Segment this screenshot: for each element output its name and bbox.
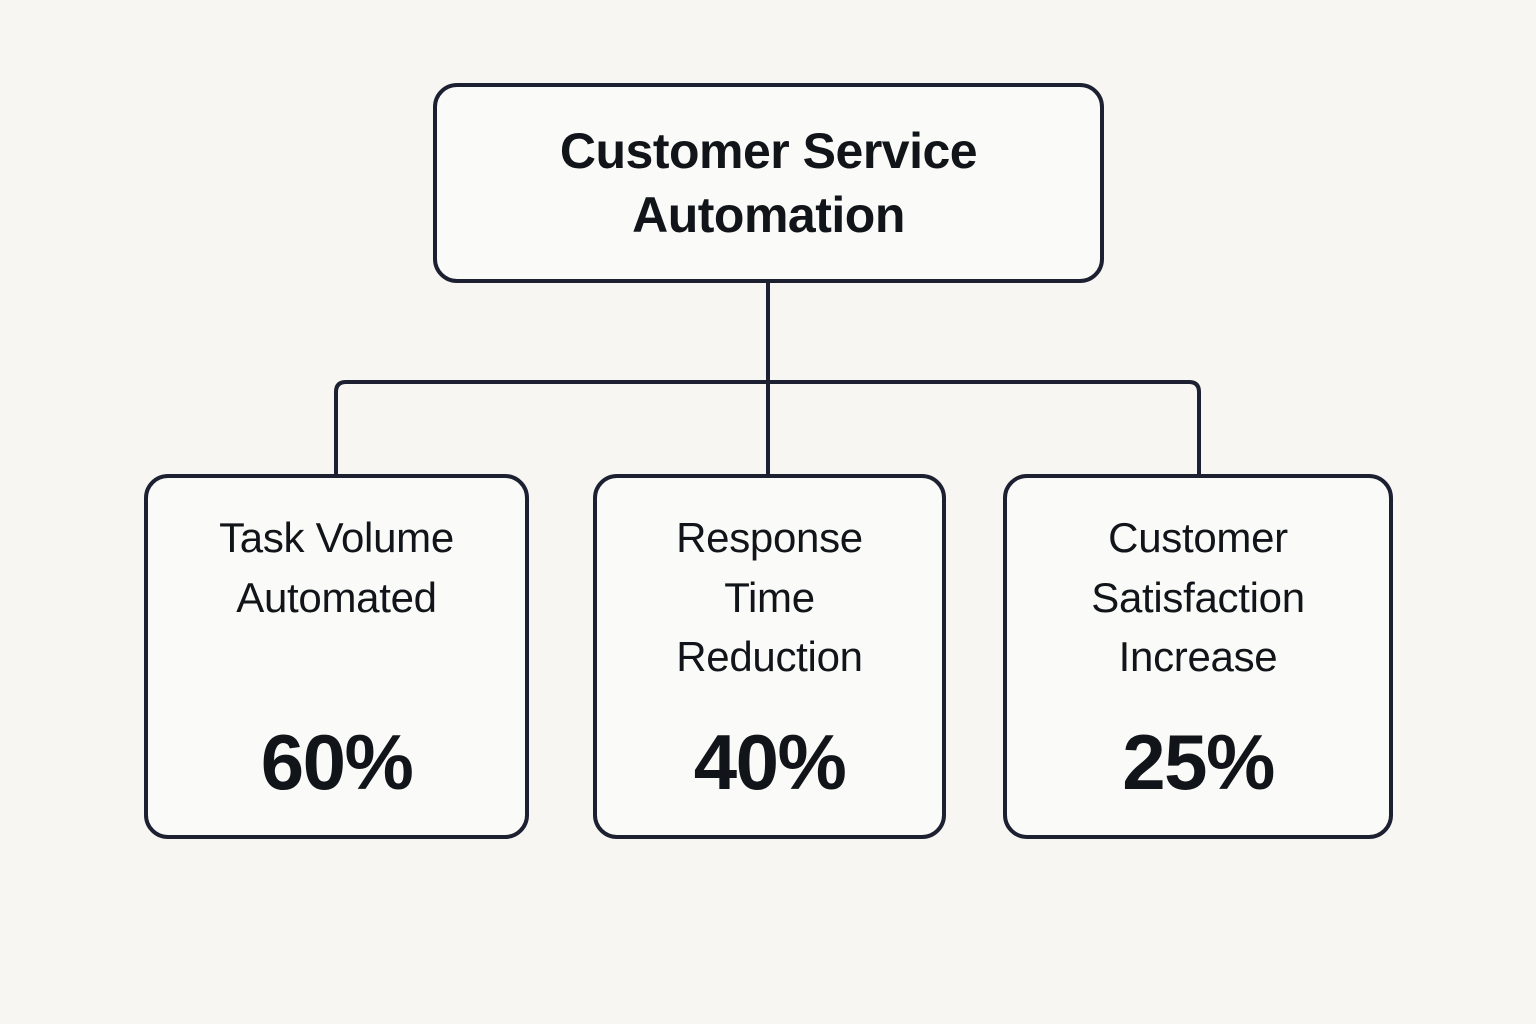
node-leaf-2-label-line-2: Satisfaction bbox=[1091, 573, 1305, 621]
node-leaf-2-label-line-1: Customer bbox=[1108, 514, 1288, 561]
node-leaf-1-value: 40% bbox=[693, 718, 847, 806]
node-leaf-2-label-line-3: Increase bbox=[1118, 633, 1278, 681]
node-leaf-0-label-line-1: Task Volume bbox=[219, 514, 454, 561]
node-leaf-1-label-line-2: Time bbox=[724, 573, 815, 621]
node-leaf-0-label-line-2: Automated bbox=[236, 573, 437, 621]
node-leaf-0-value: 60% bbox=[260, 718, 414, 806]
node-leaf-1-label-line-3: Reduction bbox=[676, 633, 863, 681]
node-root-title-line-2: Automation bbox=[632, 187, 905, 243]
node-leaf-2-value: 25% bbox=[1122, 718, 1275, 806]
node-leaf-1-label-line-1: Response bbox=[676, 514, 863, 561]
node-root-title-line-1: Customer Service bbox=[559, 123, 978, 179]
connector-bus bbox=[334, 380, 1201, 474]
